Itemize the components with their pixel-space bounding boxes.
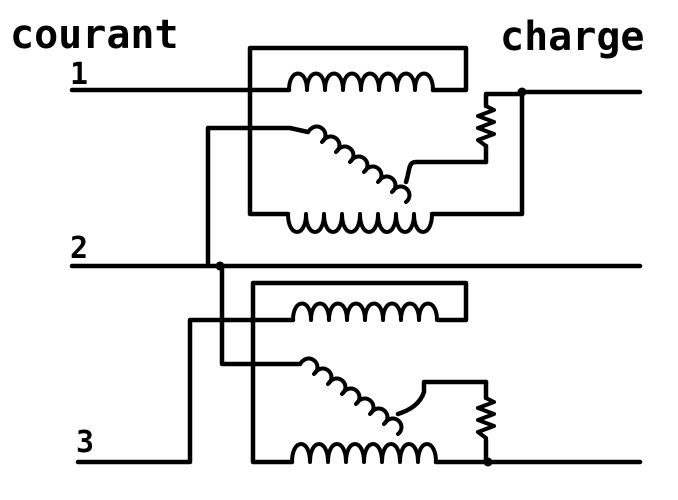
upper-resistor	[476, 104, 496, 148]
label-courant: courant	[10, 12, 179, 58]
line-2-junction	[215, 261, 225, 271]
label-line-3: 3	[76, 425, 94, 460]
upper-secondary-coil	[286, 212, 434, 234]
upper-primary-loop	[247, 45, 469, 93]
common-link-upper	[205, 125, 253, 269]
lower-frame-leg	[250, 317, 295, 465]
upper-output-junction	[517, 87, 527, 97]
upper-diagonal-coil	[306, 124, 412, 204]
common-link-lower	[219, 263, 303, 367]
upper-diagonal-lead	[247, 125, 311, 135]
upper-secondary-return	[429, 89, 525, 217]
upper-frame-leg	[247, 87, 291, 217]
lower-transformer	[250, 280, 496, 467]
line-3-input-wire	[75, 317, 296, 465]
upper-primary-coil	[287, 71, 435, 92]
lower-primary-loop	[250, 280, 469, 323]
label-charge: charge	[500, 14, 645, 60]
lower-resistor	[476, 396, 496, 440]
label-line-1: 1	[70, 57, 88, 92]
lower-secondary-coil	[290, 442, 438, 464]
label-line-2: 2	[70, 231, 88, 266]
lower-output-junction	[483, 457, 493, 467]
upper-transformer	[247, 45, 527, 234]
lower-primary-coil	[291, 301, 439, 322]
lower-diagonal-tail	[395, 379, 489, 417]
upper-diagonal-tail	[403, 159, 489, 185]
upper-resistor-lead	[483, 91, 525, 165]
lower-diagonal-coil	[298, 356, 404, 436]
